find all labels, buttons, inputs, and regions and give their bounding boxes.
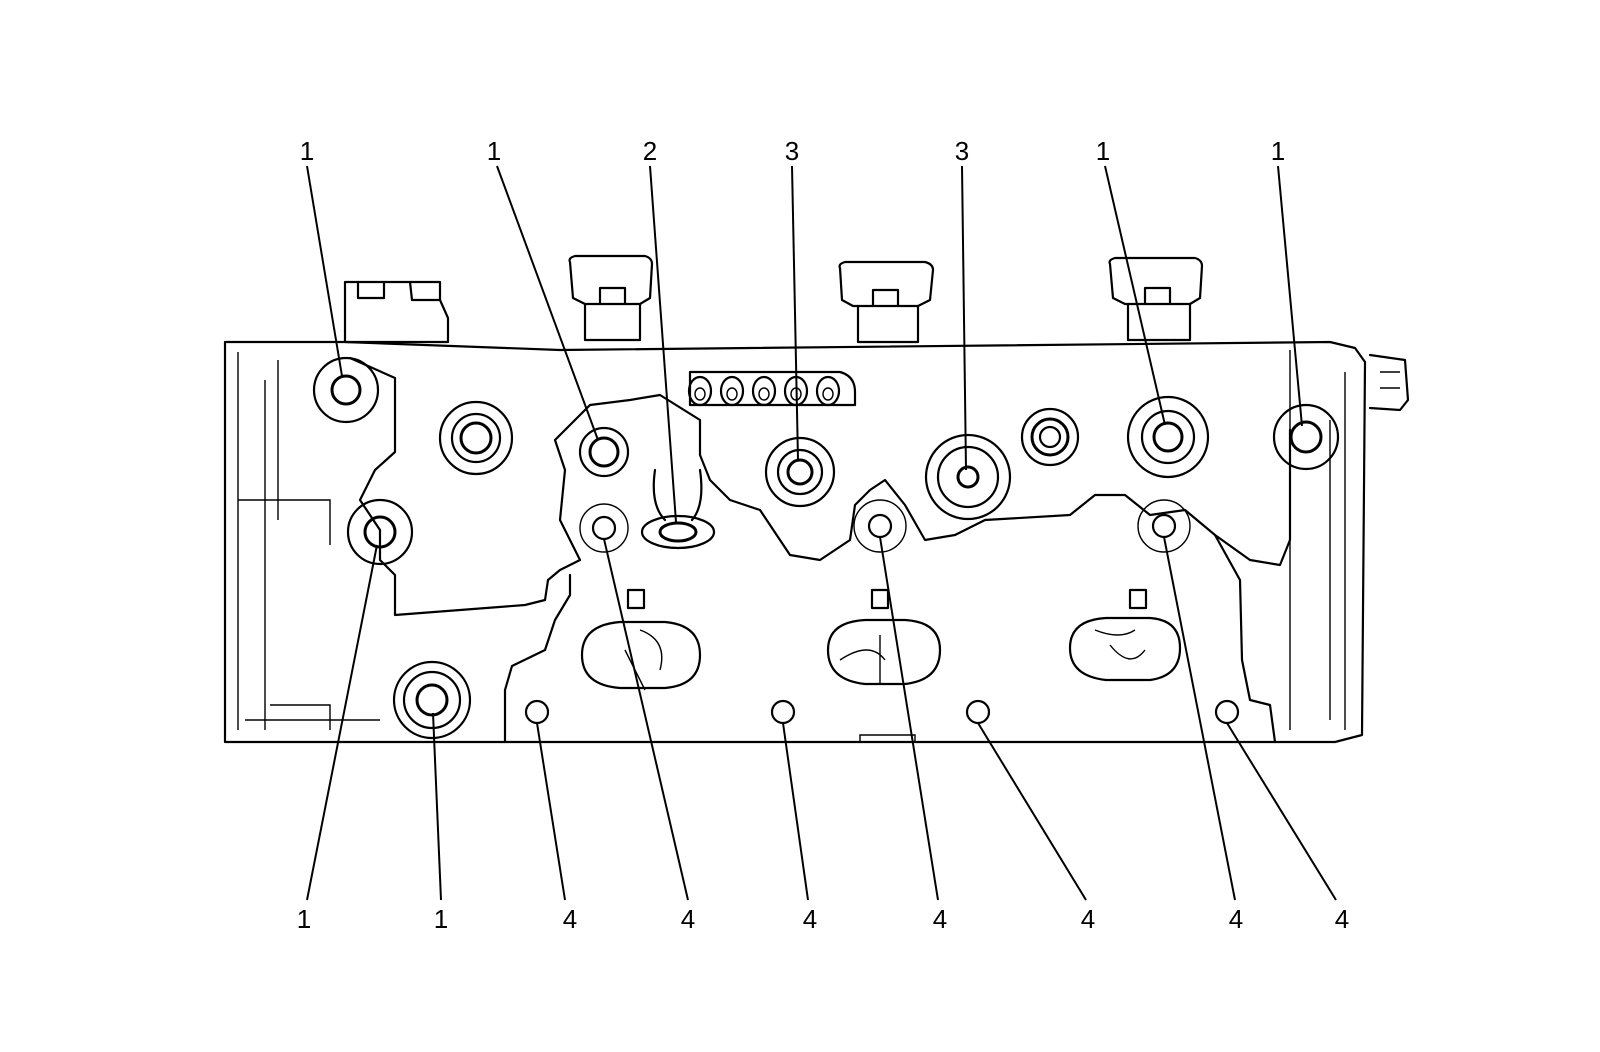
callout-label: 1 xyxy=(1096,136,1110,166)
callout-label: 1 xyxy=(1271,136,1285,166)
leader-lines xyxy=(306,165,1337,901)
callouts-bottom: 1 1 4 4 4 4 4 4 4 xyxy=(297,904,1349,934)
ports xyxy=(580,588,1182,691)
callout-label: 4 xyxy=(681,904,695,934)
gasket-outline xyxy=(348,356,1292,744)
callout-label: 1 xyxy=(300,136,314,166)
head-body xyxy=(223,340,1367,744)
callout-label: 1 xyxy=(297,904,311,934)
callout-label: 3 xyxy=(955,136,969,166)
top-housings xyxy=(343,254,1410,412)
callout-label: 4 xyxy=(1081,904,1095,934)
callout-label: 1 xyxy=(434,904,448,934)
callout-label: 4 xyxy=(933,904,947,934)
callout-label: 4 xyxy=(563,904,577,934)
callout-label: 3 xyxy=(785,136,799,166)
callouts-top: 1 1 2 3 3 1 1 xyxy=(300,136,1285,166)
bolt-bosses xyxy=(312,356,1340,740)
callout-label: 4 xyxy=(1229,904,1243,934)
callout-label: 4 xyxy=(803,904,817,934)
callout-label: 1 xyxy=(487,136,501,166)
oil-passage-row xyxy=(687,370,857,407)
callout-label: 2 xyxy=(643,136,657,166)
callout-label: 4 xyxy=(1335,904,1349,934)
